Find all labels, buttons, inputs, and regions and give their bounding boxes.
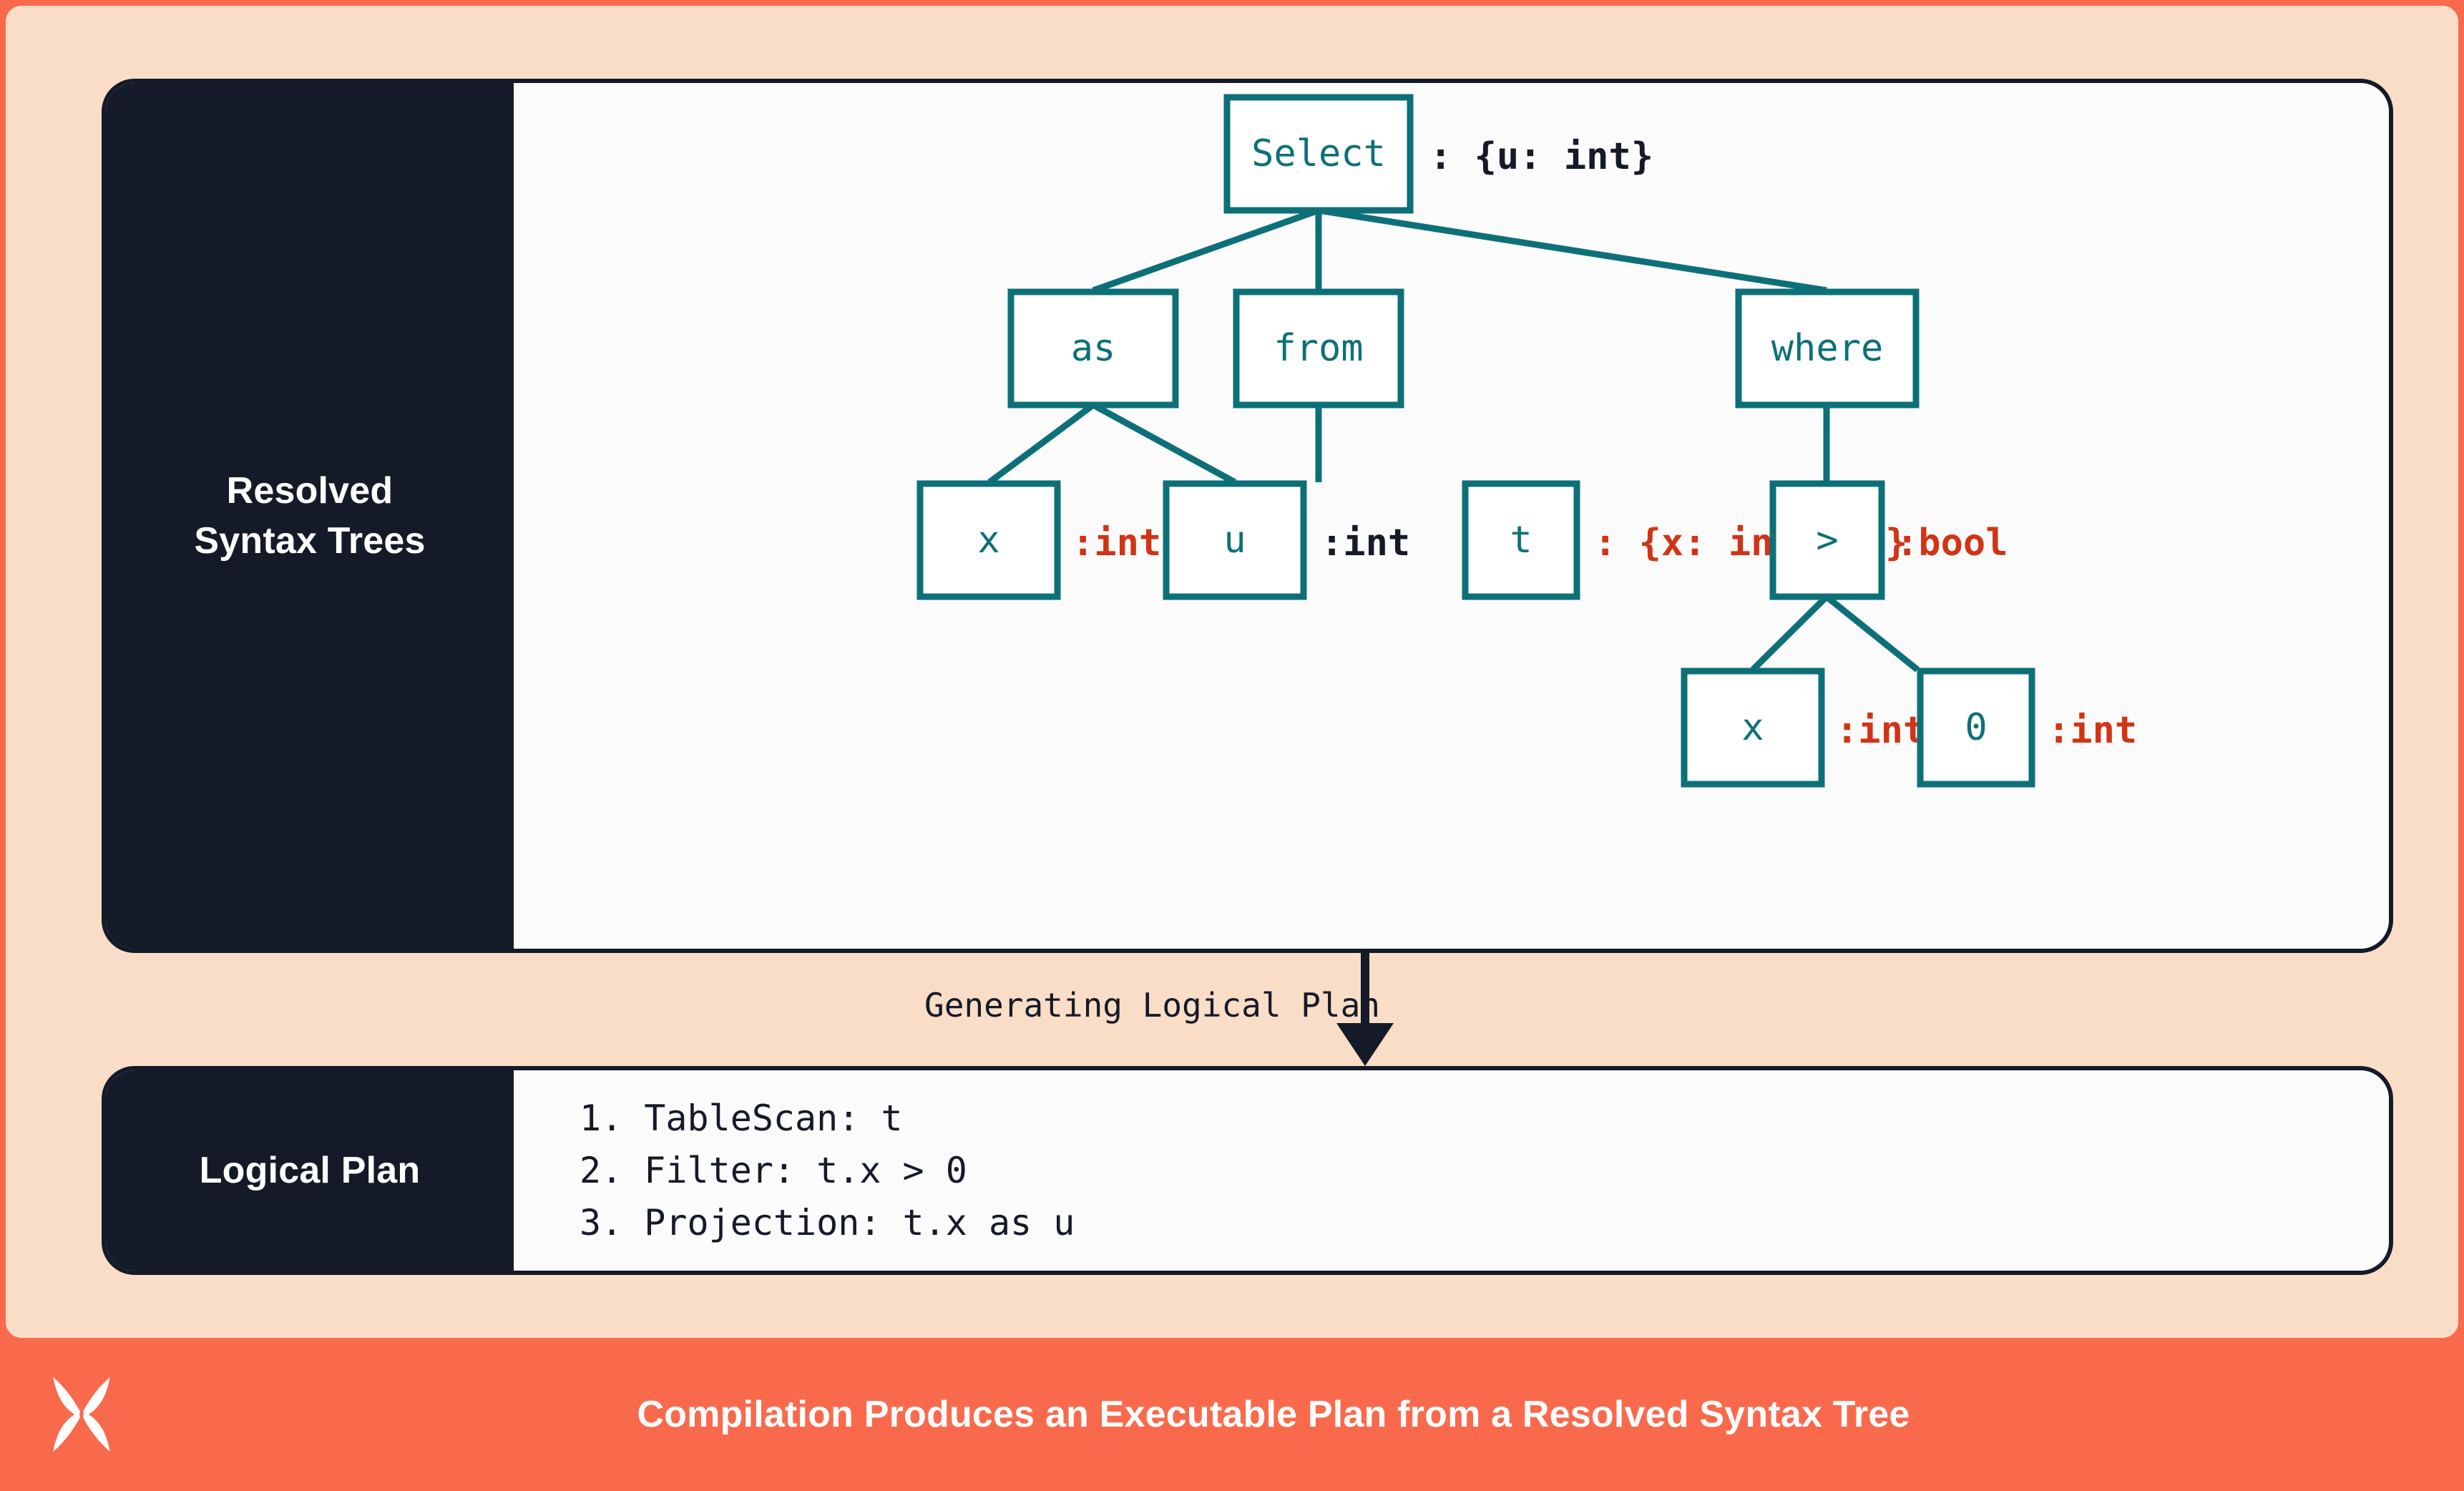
edge-select-as	[1092, 207, 1320, 294]
tree-node-gt-x-label: x	[1741, 706, 1764, 749]
tree-node-gt-0-annotation: :int	[2048, 709, 2137, 752]
plan-step-1: 1. TableScan: t	[580, 1097, 903, 1139]
tree-node-as-u-label: u	[1223, 519, 1246, 562]
footer-bar: Compilation Produces an Executable Plan …	[0, 1338, 2464, 1491]
tree-node-as-u[interactable]: u	[1163, 480, 1307, 600]
syntax-trees-card: Resolved Syntax Trees	[102, 79, 2393, 953]
logical-plan-sidebar: Logical Plan	[106, 1070, 514, 1271]
tree-node-where[interactable]: where	[1735, 288, 1920, 409]
tree-node-from-t[interactable]: t	[1462, 480, 1580, 600]
edge-gt-x	[1750, 594, 1829, 673]
plan-step-3: 3. Projection: t.x as u	[580, 1201, 1075, 1243]
syntax-trees-label: Resolved Syntax Trees	[194, 466, 425, 566]
logical-plan-card: Logical Plan 1. TableScan: t 2. Filter: …	[102, 1066, 2393, 1275]
tree-node-select-annotation: : {u: int}	[1429, 135, 1653, 178]
tree-node-as-x-annotation: :int	[1072, 522, 1161, 564]
tree-node-from-label: from	[1273, 327, 1363, 370]
butterfly-x-logo-icon	[53, 1377, 110, 1452]
syntax-trees-label-line2: Syntax Trees	[194, 520, 426, 562]
tree-node-select-label: Select	[1251, 132, 1386, 175]
tree-node-as[interactable]: as	[1007, 288, 1179, 409]
tree-node-gt[interactable]: >	[1769, 480, 1885, 600]
connector-arrow-svg	[1336, 952, 1394, 1066]
tree-node-gt-0[interactable]: 0	[1917, 668, 2035, 788]
footer-caption: Compilation Produces an Executable Plan …	[637, 1394, 1910, 1435]
tree-edges	[987, 207, 1920, 673]
edge-select-where	[1318, 207, 1827, 294]
tree-node-from[interactable]: from	[1233, 288, 1404, 409]
tree-node-as-x-label: x	[977, 519, 999, 562]
down-arrow-icon	[1336, 952, 1394, 1066]
syntax-trees-sidebar: Resolved Syntax Trees	[106, 83, 514, 949]
connector-label: Generating Logical Plan	[924, 986, 1380, 1025]
edge-gt-0	[1824, 594, 1920, 673]
syntax-trees-label-line1: Resolved	[226, 469, 393, 512]
tree-node-as-x[interactable]: x	[916, 480, 1061, 600]
logical-plan-label: Logical Plan	[199, 1149, 421, 1191]
plan-step-2: 2. Filter: t.x > 0	[580, 1149, 967, 1191]
tree-node-gt-label: >	[1816, 519, 1838, 562]
edge-as-x	[987, 402, 1095, 485]
edge-as-u	[1091, 402, 1237, 485]
tree-node-as-u-annotation: :int	[1321, 522, 1410, 564]
syntax-tree-canvas: Select : {u: int} as from where	[514, 83, 2389, 949]
logical-plan-steps: 1. TableScan: t 2. Filter: t.x > 0 3. Pr…	[514, 1070, 2389, 1271]
pipeline-connector: Generating Logical Plan	[102, 952, 2393, 1067]
tree-node-gt-x-annotation: :int	[1836, 709, 1925, 752]
syntax-tree-svg: Select : {u: int} as from where	[916, 94, 2137, 788]
tree-node-gt-x[interactable]: x	[1681, 668, 1825, 788]
tree-node-from-t-label: t	[1510, 519, 1532, 562]
tree-node-where-label: where	[1771, 327, 1884, 370]
tree-node-select[interactable]: Select	[1223, 94, 1414, 214]
tree-node-gt-0-label: 0	[1965, 706, 1987, 749]
tree-node-as-label: as	[1071, 327, 1116, 370]
tree-node-gt-annotation: :bool	[1896, 522, 2008, 564]
